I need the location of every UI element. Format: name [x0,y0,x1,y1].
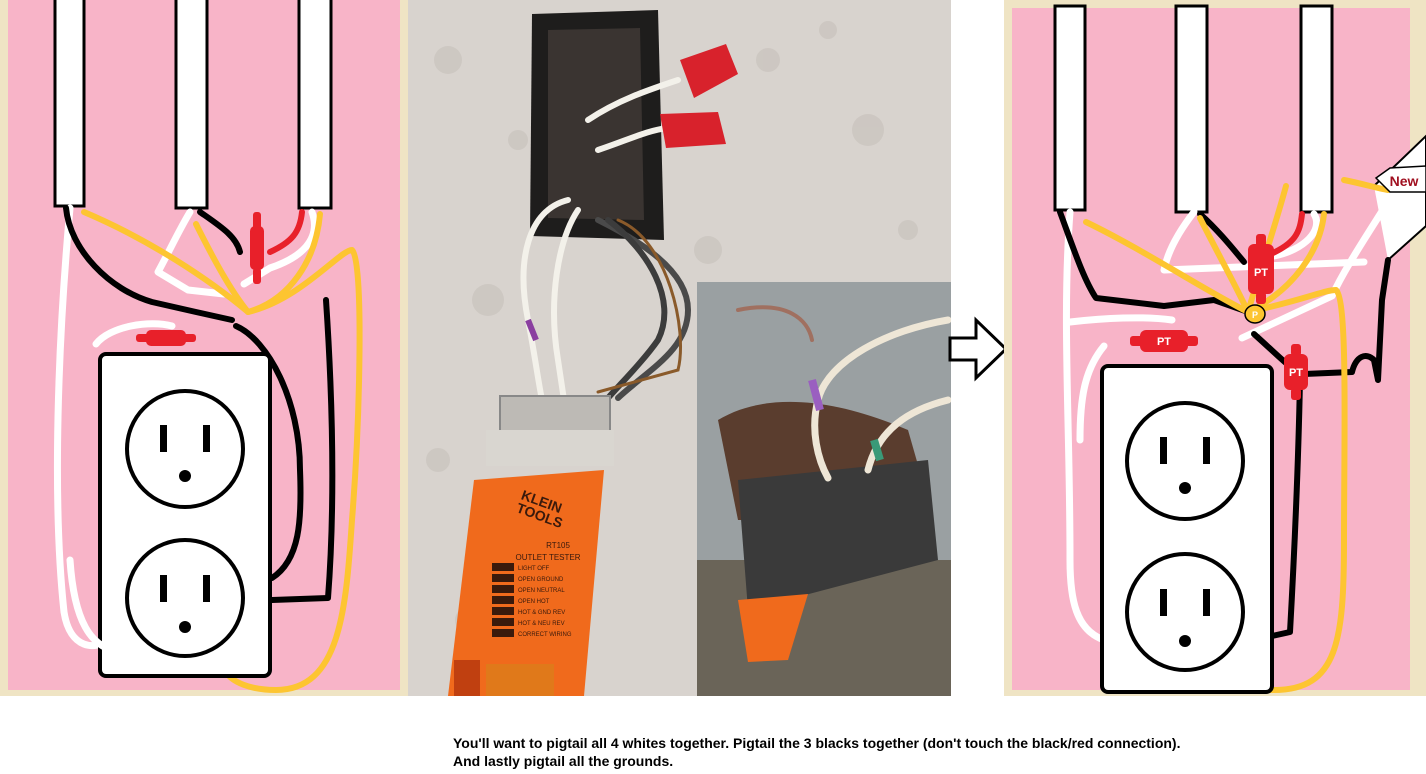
tester-legend-indicator [492,607,514,615]
transition-arrow-icon [948,316,1009,382]
caption-line-1: You'll want to pigtail all 4 whites toge… [453,735,1181,751]
outlet-face-bottom [125,538,245,658]
hot-wires [63,205,336,603]
wire-nut-upper [250,212,264,284]
tester-prong-left [454,660,480,696]
tester-legend-label: OPEN NEUTRAL [518,588,565,594]
tester-model: RT105 [546,541,570,550]
pigtail-connector-top: PT [1248,234,1274,304]
new-label: New [1390,173,1419,189]
cable-left [1053,4,1087,212]
cable-middle [174,0,209,210]
tester-legend-label: OPEN HOT [518,599,550,605]
pigtail-ground-marker: P [1244,304,1266,324]
inset-outlet-back [738,460,938,610]
instruction-caption: You'll want to pigtail all 4 whites toge… [453,734,1413,770]
photo-wire-nuts [660,44,738,148]
electrical-box-photo: KLEIN TOOLS RT105 OUTLET TESTER LIGHT OF… [408,0,951,696]
inset-tester [738,594,808,662]
neutral-wires [1062,204,1388,644]
tester-legend-label: OPEN GROUND [518,577,564,583]
inset-wires [736,305,951,482]
inset-photo [697,282,951,696]
cable-right [297,0,333,210]
caption-line-2: And lastly pigtail all the grounds. [453,753,674,769]
tester-legend-indicator [492,563,514,571]
red-wire [267,209,305,255]
proposed-wiring-diagram: PT PT PT P New [1004,0,1426,696]
new-label-tag: New [1374,165,1426,193]
pigtail-connector-left: PT [1130,330,1198,352]
tester-legend-indicator [492,574,514,582]
outlet-receptacle [98,352,272,678]
cable-sheaths [1053,4,1334,214]
tester-legend-indicator [492,618,514,626]
tester-legend-label: CORRECT WIRING [518,632,572,638]
outlet-receptacle [1100,364,1274,694]
tester-legend-indicator [492,629,514,637]
pt-label-top: PT [1254,267,1268,279]
neutral-lower-run [66,556,124,656]
tester-legend: LIGHT OFF OPEN GROUND OPEN NEUTRAL OPEN HOT… [492,563,572,638]
pigtail-connector-right: PT [1284,344,1308,400]
wire-nut-lower [136,330,196,346]
box-wires [520,77,692,403]
outlet-tester: KLEIN TOOLS RT105 OUTLET TESTER LIGHT OF… [448,395,614,696]
tester-body [448,470,604,696]
cable-right [1299,4,1334,214]
tester-legend-indicator [492,596,514,604]
pt-label-left: PT [1157,336,1171,348]
outlet-face-bottom [1125,552,1245,672]
inset-green-tape [870,438,884,462]
tester-legend-label: HOT & NEU REV [518,621,565,627]
purple-tape [525,318,539,342]
tester-legend-label: HOT & GND REV [518,610,565,616]
outlet-face-top [125,389,245,509]
cable-middle [1174,4,1209,214]
outlet-face-top [1125,401,1245,521]
tester-lights [486,664,554,696]
box-interior [548,28,644,220]
outlet-body [486,430,614,466]
neutral-wires [53,204,318,650]
tester-legend-indicator [492,585,514,593]
original-wiring-diagram [0,0,408,696]
tester-title: OUTLET TESTER [515,553,580,562]
tester-legend-label: LIGHT OFF [518,566,550,572]
pt-label-ground: P [1252,310,1258,320]
inset-purple-tape [808,378,824,412]
cable-sheaths [53,0,333,210]
ground-wires [81,209,363,693]
cable-left [53,0,86,208]
pt-label-right: PT [1289,367,1303,379]
